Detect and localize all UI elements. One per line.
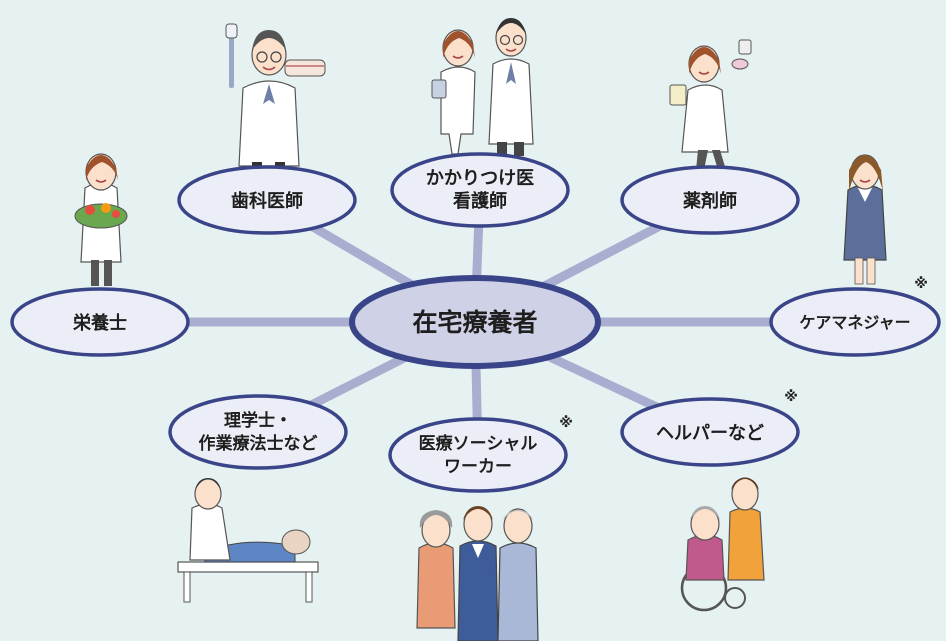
therapist-patient-icon <box>177 478 319 603</box>
center-node-bubble <box>349 275 601 369</box>
nutritionist-figure-icon <box>74 153 128 286</box>
node-helper-label: ヘルパーなど <box>656 423 764 444</box>
pharmacist-figure-icon <box>669 39 752 170</box>
node-helper-bubble <box>620 397 800 467</box>
node-social-worker: 医療ソーシャル ワーカー ※ <box>388 415 573 493</box>
node-social-worker-label-2: ワーカー <box>444 457 512 477</box>
social-worker-note-mark: ※ <box>559 415 573 431</box>
node-care-manager-bubble <box>769 287 941 357</box>
node-dentist: 歯科医師 <box>177 165 357 235</box>
dentist-figure-icon <box>225 23 326 170</box>
node-social-worker-bubble <box>388 417 568 493</box>
node-pharmacist-bubble <box>620 165 800 235</box>
node-pharmacist: 薬剤師 <box>620 165 800 235</box>
node-therapists-label-2: 作業療法士など <box>199 433 318 454</box>
node-therapists-bubble <box>168 394 348 470</box>
node-nutritionist-bubble <box>10 287 190 357</box>
center-node-label: 在宅療養者 <box>412 308 537 337</box>
node-therapists-label-1: 理学士・ <box>224 410 292 431</box>
care-manager-figure-icon <box>843 154 887 285</box>
node-therapists: 理学士・ 作業療法士など <box>168 394 348 470</box>
node-family-doctor-nurse-bubble <box>390 152 570 228</box>
family-group-icon <box>416 506 539 641</box>
node-family-doctor-nurse: かかりつけ医 看護師 <box>390 152 570 228</box>
node-social-worker-label-1: 医療ソーシャル <box>419 433 538 454</box>
node-pharmacist-label: 薬剤師 <box>683 190 737 212</box>
node-care-manager: ケアマネジャー ※ <box>769 276 941 357</box>
node-dentist-bubble <box>177 165 357 235</box>
helper-wheelchair-icon <box>680 477 765 612</box>
node-family-doctor-label: かかりつけ医 <box>426 168 534 189</box>
node-dentist-label: 歯科医師 <box>231 190 303 212</box>
node-nutritionist: 栄養士 <box>10 287 190 357</box>
doctor-nurse-figures-icon <box>431 18 534 156</box>
node-nurse-label: 看護師 <box>452 190 507 212</box>
node-care-manager-label: ケアマネジャー <box>799 313 910 332</box>
care-manager-note-mark: ※ <box>914 276 928 292</box>
helper-note-mark: ※ <box>784 389 798 405</box>
center-node: 在宅療養者 <box>349 275 601 369</box>
node-helper: ヘルパーなど ※ <box>620 389 800 467</box>
node-nutritionist-label: 栄養士 <box>72 312 127 334</box>
